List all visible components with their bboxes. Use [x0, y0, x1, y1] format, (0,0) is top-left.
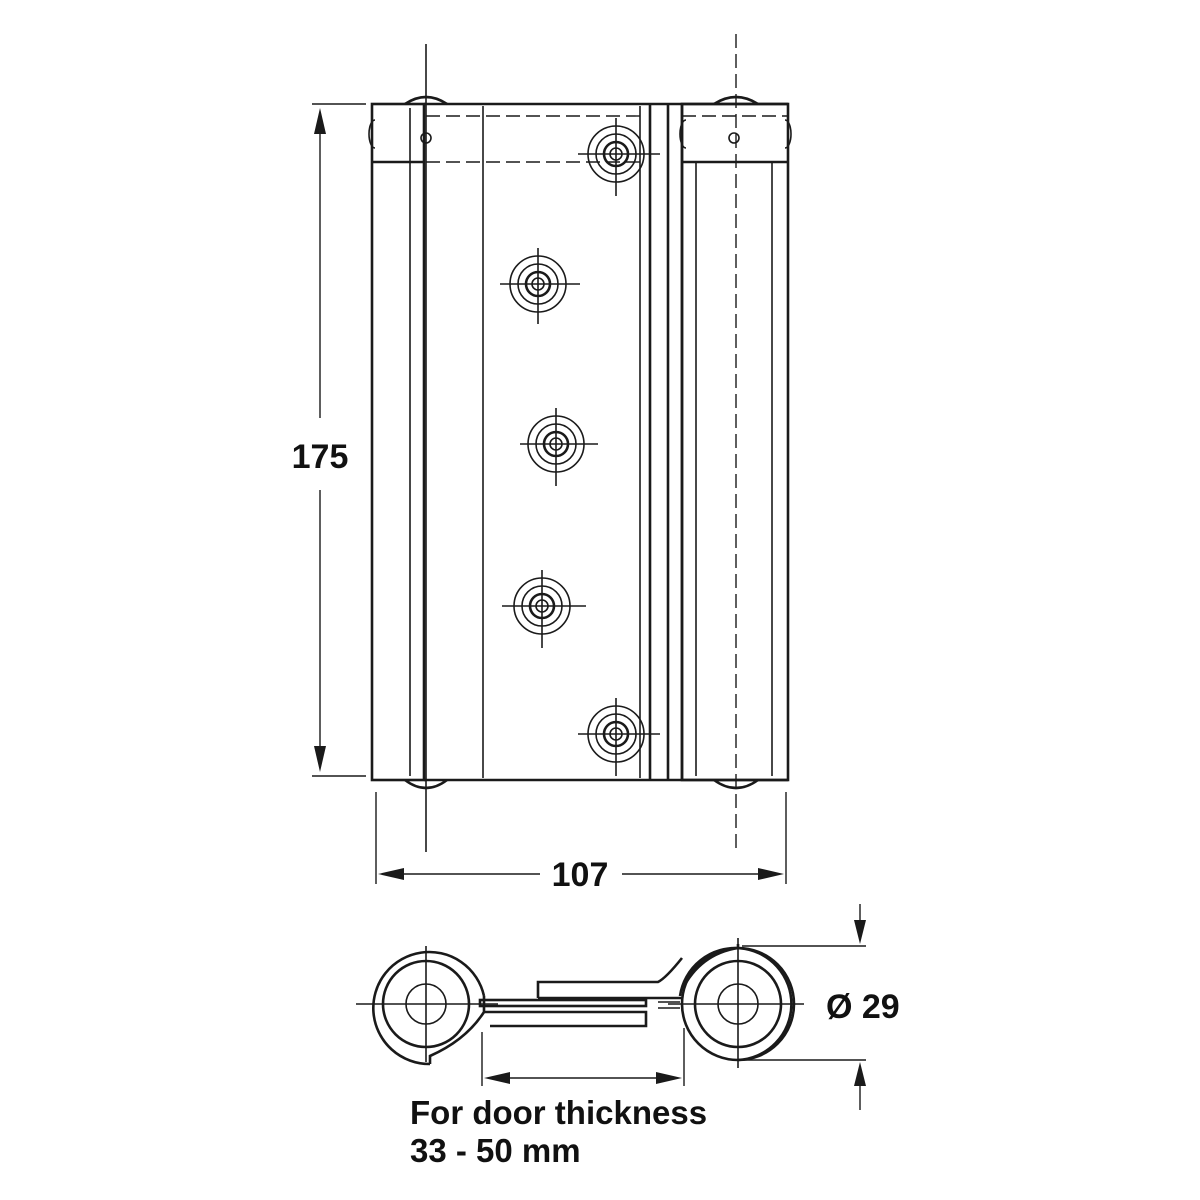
screw-hole	[578, 698, 660, 776]
door-thickness-caption: For door thickness 33 - 50 mm	[410, 1094, 707, 1169]
caption-line-2: 33 - 50 mm	[410, 1132, 581, 1169]
left-barrel-section	[372, 950, 486, 1066]
right-barrel-section	[678, 944, 796, 1062]
hinge-front-view	[368, 34, 792, 852]
screw-hole	[578, 118, 660, 196]
door-thickness-dimension	[481, 1028, 685, 1086]
diameter-label: Ø 29	[826, 988, 900, 1026]
screw-hole	[500, 248, 580, 324]
width-label: 107	[552, 856, 609, 894]
right-leaf	[650, 102, 788, 782]
screw-hole	[520, 408, 598, 486]
left-barrel	[368, 95, 448, 790]
hinge-top-view	[356, 938, 804, 1068]
screw-hole	[502, 570, 586, 648]
width-dimension: 107	[375, 792, 787, 894]
height-label: 175	[292, 438, 349, 476]
diameter-dimension: Ø 29	[742, 904, 900, 1110]
leaf-section	[478, 957, 684, 1028]
caption-line-1: For door thickness	[410, 1094, 707, 1131]
left-leaf	[424, 102, 652, 782]
height-dimension: 175	[292, 103, 366, 777]
